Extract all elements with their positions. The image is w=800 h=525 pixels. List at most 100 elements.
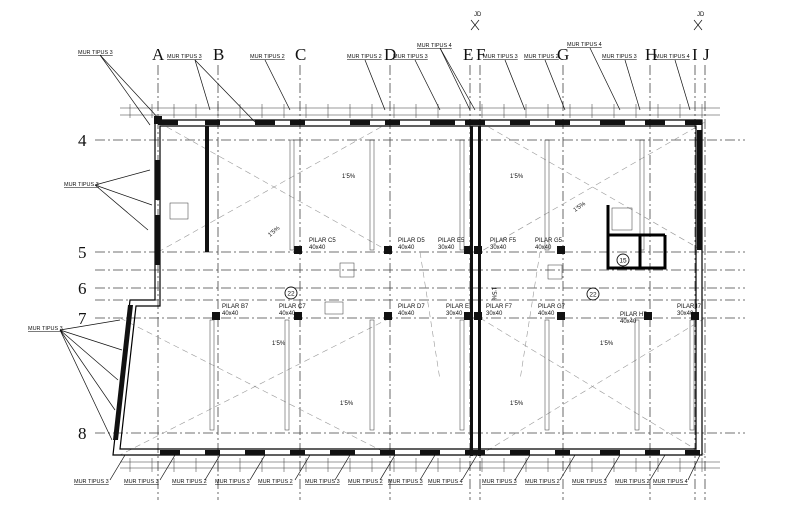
wall-segment <box>600 450 620 455</box>
grid-column-labels: A B C D E F G H I J <box>152 45 710 64</box>
pillar <box>464 246 472 254</box>
pillar <box>154 116 162 124</box>
shaft <box>547 264 563 280</box>
leader-line <box>249 454 266 481</box>
pillar <box>691 312 699 320</box>
wall-label: MUR TIPUS 2 <box>525 479 560 485</box>
pillar-size: 30x40 <box>446 311 463 317</box>
leader-line <box>204 454 221 481</box>
shaft <box>324 301 344 315</box>
pillar <box>474 312 482 320</box>
wall-segment <box>465 450 485 455</box>
pillar-size: 30x40 <box>486 311 503 317</box>
wall-segment <box>290 450 305 455</box>
section-mark-label: JD <box>474 12 482 18</box>
wall-segment <box>510 450 530 455</box>
wall-segment <box>330 450 355 455</box>
beam-outline <box>284 319 290 431</box>
slope-label: 1'5% <box>272 341 286 347</box>
grid-label-c: C <box>295 45 306 64</box>
beam-outline <box>369 319 375 431</box>
leader-line <box>334 454 351 481</box>
wall-label: MUR TIPUS 4 <box>655 54 690 60</box>
leader-line <box>414 59 441 111</box>
plan-geometry <box>59 19 745 500</box>
slope-line <box>479 317 706 456</box>
wall-label: MUR TIPUS 2 <box>172 479 207 485</box>
wall-segment <box>160 450 180 455</box>
slope-line <box>519 251 541 381</box>
grid-label-b: B <box>213 45 224 64</box>
leader-line <box>194 59 211 111</box>
slope-line <box>119 317 391 456</box>
pillar <box>464 312 472 320</box>
beam-outline <box>544 139 550 251</box>
wall-segment <box>555 120 570 125</box>
beam-outline <box>689 319 695 431</box>
wall-label: MUR TIPUS 3 <box>393 54 428 60</box>
grid-row-labels: 4 5 6 7 8 <box>78 131 87 443</box>
leader-line <box>604 454 621 481</box>
pillar <box>557 312 565 320</box>
wall-segment <box>600 120 625 125</box>
slope-label: 1'5% <box>267 225 281 238</box>
wall-label: MUR TIPUS 3 <box>572 479 607 485</box>
grid-label-a: A <box>152 45 165 64</box>
pillar <box>474 246 482 254</box>
leader-line <box>264 59 291 111</box>
leader-line <box>514 454 531 481</box>
leader-line <box>94 184 149 231</box>
leader-line <box>59 329 113 441</box>
pillar-size: 30x40 <box>677 311 694 317</box>
wall-segment <box>158 120 178 125</box>
pillar <box>644 312 652 320</box>
pillar-name: PILAR E7 <box>446 304 473 310</box>
pillar-name: PILAR G7 <box>538 304 566 310</box>
beam-outline <box>544 319 550 431</box>
outer-wall-inner <box>119 125 697 450</box>
beam-outline <box>459 139 465 251</box>
wall-segment <box>645 450 660 455</box>
grid-label-h: H <box>645 45 657 64</box>
shaft <box>169 202 189 220</box>
wall-segment <box>685 120 702 125</box>
leader-line <box>59 329 119 381</box>
wall-label: MUR TIPUS 2 <box>348 479 383 485</box>
service-room-walls <box>606 205 667 270</box>
wall-segment <box>205 450 220 455</box>
beam-outline <box>209 319 215 431</box>
pillar-name: PILAR D5 <box>398 238 425 244</box>
wall-segment <box>205 120 220 125</box>
wall-segment <box>290 120 305 125</box>
marker-22-right: 22 <box>586 287 600 301</box>
pillar-name: PILAR C5 <box>309 238 336 244</box>
leader-line <box>589 47 621 111</box>
grid-label-i: I <box>692 45 698 64</box>
pillar <box>384 246 392 254</box>
interior-wall <box>205 126 209 252</box>
wall-segment <box>245 450 265 455</box>
slope-label: 1'5% <box>490 287 496 301</box>
leader-line <box>194 59 256 123</box>
shaft <box>611 207 633 231</box>
wall-label: MUR TIPUS 4 <box>653 479 688 485</box>
leader-line <box>364 59 386 111</box>
pillar-name: PILAR C7 <box>279 304 306 310</box>
grid-label-8: 8 <box>78 424 87 443</box>
wall-segment <box>697 130 702 250</box>
wall-label: MUR TIPUS 3 <box>483 54 518 60</box>
leader-line <box>687 454 701 481</box>
slope-line <box>479 121 706 253</box>
pillar-name: PILAR I7 <box>677 304 702 310</box>
wall-segment <box>645 120 665 125</box>
pillar-name: PILAR B7 <box>222 304 249 310</box>
section-mark-label: JD <box>697 12 705 18</box>
pillar-size: 40x40 <box>538 311 555 317</box>
wall-segment <box>155 215 160 265</box>
wall-label: MUR TIPUS 3 <box>74 479 109 485</box>
